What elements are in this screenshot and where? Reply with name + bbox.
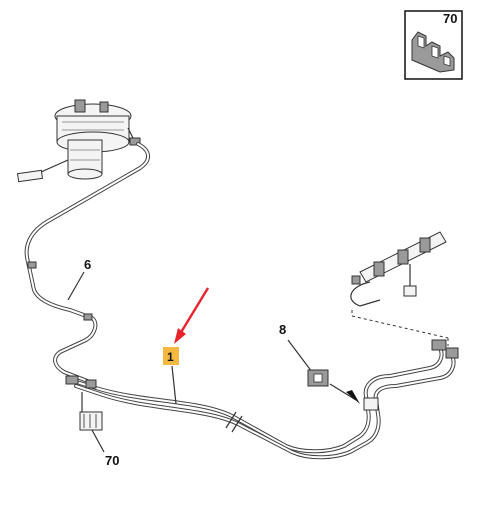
clip-icon xyxy=(411,31,455,73)
callout-70-lower-label: 70 xyxy=(105,453,119,468)
callout-6-leader xyxy=(67,271,85,301)
highlighted-callout-1: 1 xyxy=(163,347,179,365)
highlight-box xyxy=(163,347,179,365)
callout-1-leader xyxy=(171,365,177,405)
callout-8-label: 8 xyxy=(279,322,286,337)
callout-6-label: 6 xyxy=(84,257,91,272)
injector-rail-icon xyxy=(350,231,449,346)
inset-callout-label: 70 xyxy=(443,11,457,26)
fuel-pipes-bundle xyxy=(65,339,459,460)
lower-clip-70 xyxy=(79,392,105,453)
red-arrow-icon xyxy=(174,287,210,344)
inset-box: 70 xyxy=(404,10,463,80)
callout-1-label: 1 xyxy=(167,350,174,364)
connector-8 xyxy=(287,339,360,404)
fuel-pump-module-icon xyxy=(16,99,141,183)
fuel-line-6 xyxy=(24,142,150,384)
